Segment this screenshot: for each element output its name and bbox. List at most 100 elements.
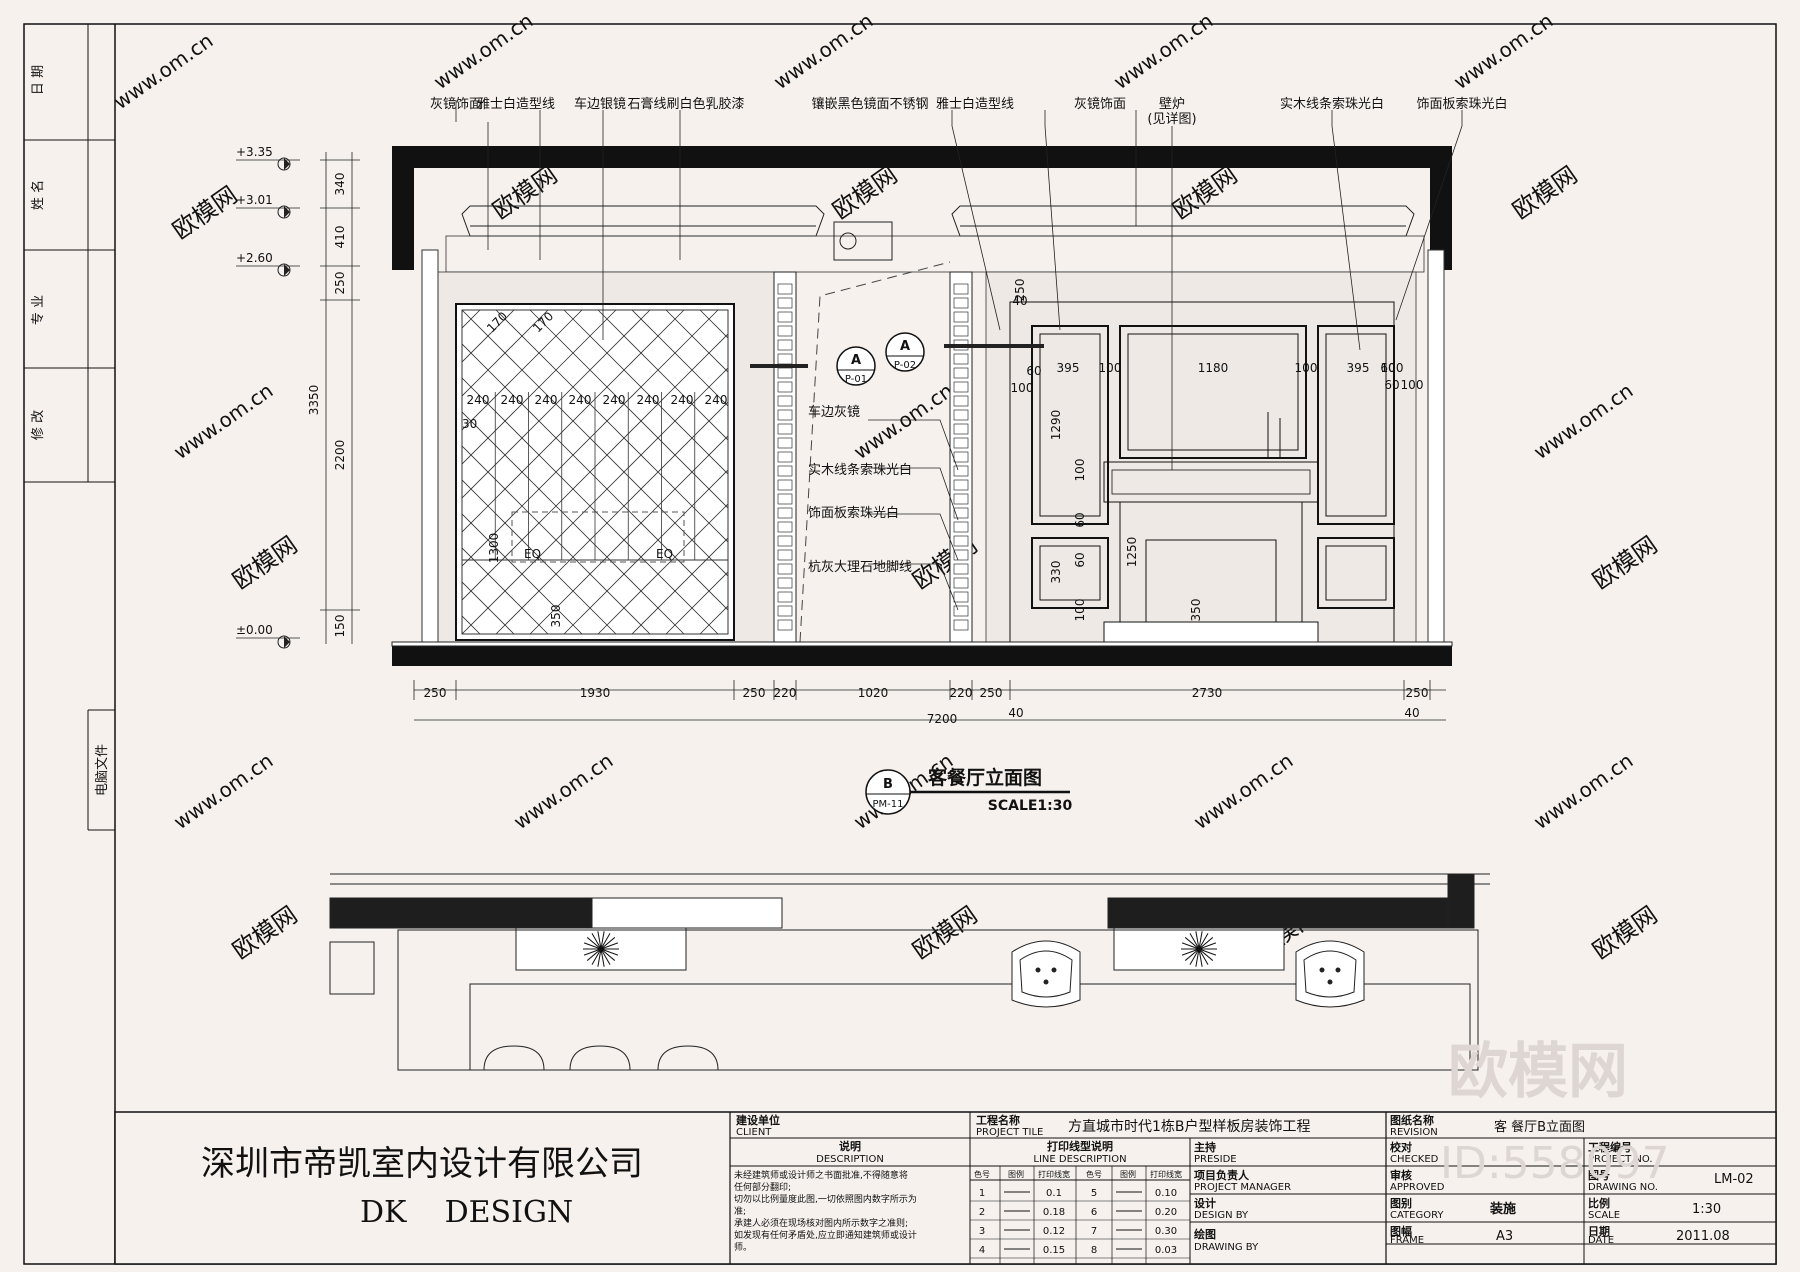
title-symbol-sheet: PM-11	[873, 799, 904, 810]
ceiling-slab	[392, 146, 1452, 168]
site-watermark: www.om.cn	[769, 8, 877, 94]
revision-strip: 日 期 姓 名 专 业 修 改 电脑文件	[23, 24, 115, 831]
drawing-name: 客 餐厅B立面图	[1494, 1119, 1585, 1135]
panel-dim: 240	[467, 393, 490, 407]
leader-lines	[455, 100, 1463, 611]
approved-en: APPROVED	[1390, 1182, 1445, 1193]
panel-dim: 240	[569, 393, 592, 407]
right-panel-dim: 1180	[1198, 361, 1229, 375]
bottom-dim: 250	[743, 686, 766, 700]
id-watermark: ID:558097	[1440, 1138, 1670, 1189]
right-panel-dim: 100	[1073, 459, 1087, 482]
elevation-title-text: 客餐厅立面图	[928, 766, 1042, 789]
site-watermark: www.om.cn	[169, 378, 277, 464]
brand-watermark-small: 欧模网	[227, 901, 302, 965]
drawing-no: LM-02	[1714, 1172, 1754, 1187]
revision-cn: 图纸名称	[1390, 1113, 1434, 1127]
panel-dim: 30	[462, 417, 477, 431]
strip-revision: 修 改	[31, 410, 46, 440]
notes-cn: 说明	[839, 1139, 861, 1153]
elevation-title: B PM-11 客餐厅立面图 SCALE1:30	[865, 766, 1073, 815]
armchair-left	[1011, 940, 1081, 1008]
vertical-dim: 2200	[333, 440, 347, 471]
panel-dim: 240	[603, 393, 626, 407]
right-panel-dim: 1290	[1049, 410, 1063, 441]
panel-dim: 240	[501, 393, 524, 407]
scale-en: SCALE	[1588, 1210, 1620, 1221]
category-cn: 图别	[1390, 1196, 1412, 1210]
line-table-cell: 4	[979, 1245, 985, 1256]
panel-dim: EQ	[524, 547, 541, 561]
design-en: DESIGN BY	[1194, 1210, 1249, 1221]
client-cn: 建设单位	[736, 1113, 780, 1127]
elevation-drawing: 灰镜饰面雅士白造型线车边银镜石膏线刷白色乳胶漆镶嵌黑色镜面不锈钢雅士白造型线灰镜…	[236, 96, 1508, 815]
right-panel-dim: 250	[1013, 279, 1027, 302]
project-en: PROJECT TILE	[976, 1127, 1043, 1138]
vertical-dim: 410	[333, 226, 347, 249]
mirror-panel	[455, 303, 735, 641]
floor-slab	[392, 646, 1452, 666]
fireplace-wall	[1009, 301, 1395, 643]
pilaster-left	[773, 271, 797, 643]
bottom-dim: 1930	[580, 686, 611, 700]
line-table-header: 色号	[974, 1169, 990, 1179]
right-panel-dim: 100	[1011, 381, 1034, 395]
right-panel-dim: 60	[1380, 361, 1395, 375]
brand-watermark-small: 欧模网	[227, 531, 302, 595]
line-table-cell: 1	[979, 1188, 985, 1199]
bottom-dim-small: 40	[1008, 706, 1023, 720]
title-symbol-letter: B	[883, 777, 893, 792]
approved-cn: 审核	[1390, 1168, 1412, 1182]
note-line: 未经建筑师或设计师之书面批准,不得随意将	[734, 1169, 908, 1181]
panel-dim: 240	[705, 393, 728, 407]
brand-watermark-small: 欧模网	[1587, 901, 1662, 965]
callout-top-9: 饰面板索珠光白	[1416, 96, 1507, 112]
callout-top-7: 壁炉	[1159, 97, 1185, 112]
brand-watermark-small: 欧模网	[167, 181, 242, 245]
right-panel-dim: 60	[1073, 512, 1087, 527]
right-wall	[1430, 146, 1452, 270]
callout-top-0: 灰镜饰面	[430, 97, 482, 112]
section-mark-a-p01: A P-01	[836, 346, 876, 386]
line-desc-en: LINE DESCRIPTION	[1033, 1154, 1126, 1165]
callout-top-1: 雅士白造型线	[477, 96, 555, 112]
left-wall	[392, 146, 414, 270]
right-panel-dim: 350	[1189, 599, 1203, 622]
site-watermark: www.om.cn	[1109, 8, 1217, 94]
revision-en: REVISION	[1390, 1127, 1438, 1138]
panel-dim: EQ	[656, 547, 673, 561]
date-cn: 日期	[1588, 1224, 1610, 1238]
bottom-dim: 250	[1406, 686, 1429, 700]
level-marker: +2.60	[236, 251, 273, 265]
project-name: 方直城市时代1栋B户型样板房装饰工程	[1068, 1118, 1311, 1135]
preside-cn: 主持	[1194, 1140, 1216, 1154]
right-panel-dim: 100	[1381, 361, 1404, 375]
project-no-cn: 工程编号	[1588, 1140, 1632, 1154]
drawing-en: DRAWING BY	[1194, 1242, 1259, 1253]
client-en: CLIENT	[736, 1127, 772, 1138]
project-no-en: PROJECT NO.	[1588, 1154, 1653, 1165]
callout-top-4: 镶嵌黑色镜面不锈钢	[811, 96, 928, 112]
svg-text:A: A	[900, 339, 910, 354]
ac-unit	[833, 221, 893, 261]
vertical-dim: 150	[333, 615, 347, 638]
panel-dim: 1300	[487, 533, 501, 564]
note-line: 师。	[734, 1241, 752, 1253]
level-marker: ±0.00	[236, 623, 273, 637]
drawing-cn: 绘图	[1194, 1227, 1216, 1241]
brand-watermark-small: 欧模网	[487, 161, 562, 225]
armchair-right	[1295, 940, 1365, 1008]
line-table-cell: 0.12	[1043, 1226, 1065, 1237]
site-watermark: www.om.cn	[169, 748, 277, 834]
vertical-dim: 250	[333, 272, 347, 295]
company-name-cn: 深圳市帝凯室内设计有限公司	[201, 1144, 643, 1184]
panel-dim: 350	[549, 605, 563, 628]
svg-text:P-01: P-01	[845, 374, 867, 385]
bottom-dim: 1020	[858, 686, 889, 700]
right-panel-dim: 100	[1073, 599, 1087, 622]
frame: A3	[1496, 1229, 1513, 1244]
strip-name: 姓 名	[30, 180, 46, 210]
panel-dim: 240	[671, 393, 694, 407]
frame-en: FRAME	[1390, 1235, 1424, 1246]
note-line: 准;	[734, 1206, 746, 1217]
